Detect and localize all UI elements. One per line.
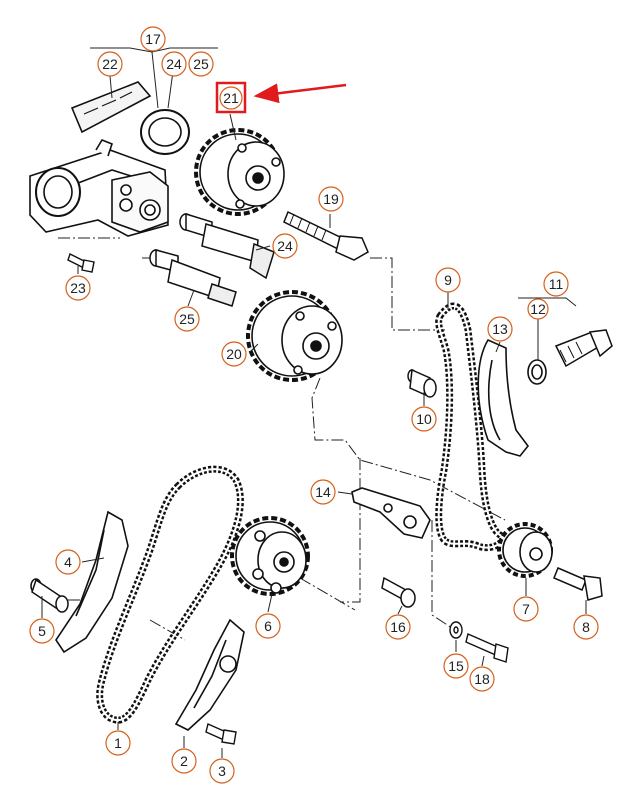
cover-part-22 (70, 81, 152, 134)
guide-rail-4 (55, 510, 129, 654)
washer-15 (449, 621, 463, 639)
svg-text:11: 11 (549, 276, 564, 292)
callout-20[interactable]: 20 (221, 341, 247, 367)
callout-16[interactable]: 18 (469, 666, 495, 692)
callout-22[interactable]: 22 (97, 51, 123, 77)
callout-18[interactable]: 17 (140, 26, 166, 52)
camshaft-housing-assembly (29, 81, 190, 237)
callout-labels: 17 22 24 25 21 19 24 23 25 20 9 11 12 13… (29, 26, 599, 784)
svg-text:10: 10 (416, 411, 432, 427)
callout-13[interactable]: 13 (487, 316, 513, 342)
callout-5[interactable]: 5 (29, 618, 55, 644)
callout-24[interactable]: 24 (161, 51, 187, 77)
guide-pin-10 (407, 368, 437, 398)
callout-23[interactable]: 23 (65, 275, 91, 301)
callout-12[interactable]: 12 (527, 298, 549, 320)
callout-25-lower[interactable]: 25 (174, 306, 200, 332)
pin-5 (30, 578, 69, 613)
svg-text:1: 1 (114, 735, 122, 751)
svg-text:24: 24 (166, 56, 182, 72)
svg-text:25: 25 (179, 311, 195, 327)
callout-1[interactable]: 1 (105, 730, 131, 756)
seal-ring-12 (527, 359, 547, 385)
svg-text:13: 13 (492, 321, 508, 337)
callout-21[interactable]: 21 (219, 86, 243, 110)
bolt-3 (205, 723, 237, 745)
solenoid-valve-24 (179, 212, 275, 280)
svg-text:6: 6 (264, 618, 272, 634)
callout-7[interactable]: 7 (513, 596, 539, 622)
svg-text:8: 8 (582, 619, 590, 635)
callout-9[interactable]: 9 (435, 267, 461, 293)
callout-10[interactable]: 10 (411, 406, 437, 432)
svg-text:2: 2 (180, 753, 188, 769)
svg-text:22: 22 (102, 56, 118, 72)
svg-text:25: 25 (193, 56, 209, 72)
tensioner-rail-13 (477, 338, 530, 457)
svg-text:23: 23 (70, 280, 86, 296)
svg-text:12: 12 (530, 301, 546, 317)
callout-8[interactable]: 8 (573, 614, 599, 640)
bolt-8 (553, 567, 603, 601)
bolt-23 (67, 253, 95, 273)
crank-sprocket-6 (230, 516, 310, 596)
svg-text:17: 17 (145, 31, 161, 47)
svg-text:16: 16 (390, 619, 406, 635)
callout-4[interactable]: 4 (55, 549, 81, 575)
svg-text:5: 5 (38, 623, 46, 639)
svg-text:19: 19 (323, 191, 339, 207)
svg-text:20: 20 (226, 346, 242, 362)
svg-text:3: 3 (218, 763, 226, 779)
svg-text:14: 14 (315, 484, 331, 500)
svg-text:7: 7 (522, 601, 530, 617)
highlight-box-21 (215, 81, 247, 114)
callout-3[interactable]: 3 (209, 758, 235, 784)
pin-17 (381, 576, 416, 608)
solenoid-valve-25 (149, 249, 237, 307)
callout-2[interactable]: 2 (171, 748, 197, 774)
svg-text:21: 21 (223, 90, 239, 106)
svg-text:15: 15 (448, 658, 464, 674)
camshaft-sprocket-21 (194, 128, 285, 216)
callout-15[interactable]: 15 (443, 653, 469, 679)
leader-lines (41, 47, 587, 758)
intermediate-sprocket-7 (497, 522, 553, 578)
callout-24-lower[interactable]: 24 (272, 233, 298, 259)
callout-17[interactable]: 16 (385, 614, 411, 640)
tensioner-rail-2 (174, 618, 245, 731)
callout-11[interactable]: 11 (543, 271, 569, 297)
callout-14[interactable]: 14 (310, 479, 336, 505)
bolt-19 (283, 210, 369, 261)
chain-tensioner-11 (554, 329, 613, 368)
callout-25[interactable]: 25 (188, 51, 214, 77)
callout-6[interactable]: 6 (255, 613, 281, 639)
svg-text:24: 24 (277, 238, 293, 254)
callout-19[interactable]: 19 (318, 186, 344, 212)
svg-text:18: 18 (474, 671, 490, 687)
camshaft-sprocket-20 (246, 290, 343, 382)
bolt-16 (465, 633, 509, 663)
highlight-arrow (253, 83, 347, 104)
chain-guide-14 (351, 487, 431, 539)
svg-text:4: 4 (64, 554, 72, 570)
svg-text:9: 9 (444, 272, 452, 288)
